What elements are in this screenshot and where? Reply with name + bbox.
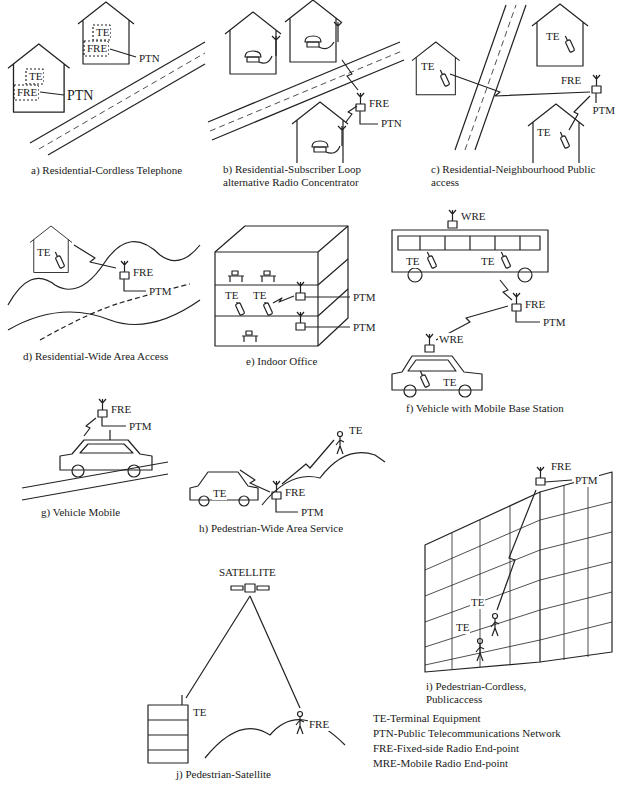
panel-caption: g) Vehicle Mobile bbox=[40, 506, 121, 519]
abbreviation-label: PTM bbox=[591, 104, 616, 117]
abbreviation-label: FRE bbox=[550, 460, 572, 473]
abbreviation-label: FRE bbox=[132, 266, 154, 279]
panel-e-scene bbox=[215, 226, 350, 346]
key-entry: PTN-Public Telecommunications Network bbox=[372, 727, 562, 740]
panel-h-scene bbox=[190, 432, 385, 513]
abbreviation-label: PTN bbox=[138, 52, 161, 65]
abbreviation-label: PTN bbox=[66, 88, 94, 104]
panel-b-scene bbox=[208, 0, 404, 164]
abbreviation-label: PTM bbox=[300, 506, 325, 519]
abbreviation-label: WRE bbox=[460, 210, 486, 223]
abbreviation-label: TE bbox=[192, 706, 207, 719]
panel-a-scene bbox=[8, 2, 205, 155]
abbreviation-label: TE bbox=[442, 376, 457, 389]
key-entry: TE-Terminal Equipment bbox=[372, 712, 482, 725]
abbreviation-label: WRE bbox=[438, 333, 464, 346]
key-entry: FRE-Fixed-side Radio End-point bbox=[372, 742, 520, 755]
panel-caption: e) Indoor Office bbox=[245, 355, 318, 368]
abbreviation-label: FRE bbox=[560, 74, 582, 87]
abbreviation-label: FRE bbox=[524, 298, 546, 311]
panel-caption: f) Vehicle with Mobile Base Station bbox=[405, 402, 565, 415]
abbreviation-label: TE bbox=[95, 26, 110, 39]
abbreviation-label: SATELLITE bbox=[218, 566, 277, 579]
abbreviation-label: TE bbox=[28, 70, 43, 83]
abbreviation-label: TE bbox=[36, 246, 51, 259]
abbreviation-label: PTM bbox=[352, 321, 377, 334]
abbreviation-label: TE bbox=[470, 596, 485, 609]
panel-caption: c) Residential-Neighbourhood Public acce… bbox=[430, 163, 602, 188]
panel-caption: j) Pedestrian-Satellite bbox=[175, 768, 272, 781]
panel-i-scene bbox=[425, 467, 612, 672]
panel-caption: d) Residential-Wide Area Access bbox=[22, 350, 169, 363]
abbreviation-label: TE bbox=[455, 621, 470, 634]
abbreviation-label: PTM bbox=[128, 420, 153, 433]
abbreviation-label: TE bbox=[405, 255, 420, 268]
abbreviation-label: TE bbox=[545, 30, 560, 43]
abbreviation-label: FRE bbox=[368, 97, 390, 110]
key-entry: MRE-Mobile Radio End-point bbox=[372, 757, 509, 770]
panel-g-scene bbox=[22, 399, 168, 500]
panel-caption: h) Pedestrian-Wide Area Service bbox=[198, 522, 344, 535]
abbreviation-label: PTM bbox=[542, 316, 567, 329]
panel-j-scene bbox=[148, 584, 345, 763]
abbreviation-label: TE bbox=[480, 255, 495, 268]
abbreviation-label: TE bbox=[536, 126, 551, 139]
abbreviation-label: FRE bbox=[86, 42, 108, 55]
panel-caption: i) Pedestrian-Cordless, Publicaccess bbox=[425, 680, 577, 705]
abbreviation-label: PTM bbox=[148, 285, 173, 298]
abbreviation-label: PTM bbox=[352, 291, 377, 304]
abbreviation-label: TE bbox=[348, 424, 363, 437]
abbreviation-label: TE bbox=[212, 487, 227, 500]
panel-f-scene bbox=[392, 210, 548, 397]
panel-caption: a) Residential-Cordless Telephone bbox=[30, 164, 183, 177]
panel-d-scene bbox=[8, 226, 200, 340]
abbreviation-label: TE bbox=[420, 60, 435, 73]
abbreviation-label: FRE bbox=[16, 86, 38, 99]
panel-caption: b) Residential-Subscriber Loop alternati… bbox=[222, 163, 369, 188]
abbreviation-label: PTN bbox=[380, 117, 403, 130]
abbreviation-label: PTM bbox=[574, 474, 599, 487]
abbreviation-label: FRE bbox=[308, 718, 330, 731]
abbreviation-label: FRE bbox=[110, 403, 132, 416]
panel-c-scene bbox=[412, 4, 601, 166]
abbreviation-label: TE bbox=[224, 289, 239, 302]
abbreviation-label: TE bbox=[252, 289, 267, 302]
abbreviation-label: FRE bbox=[284, 486, 306, 499]
